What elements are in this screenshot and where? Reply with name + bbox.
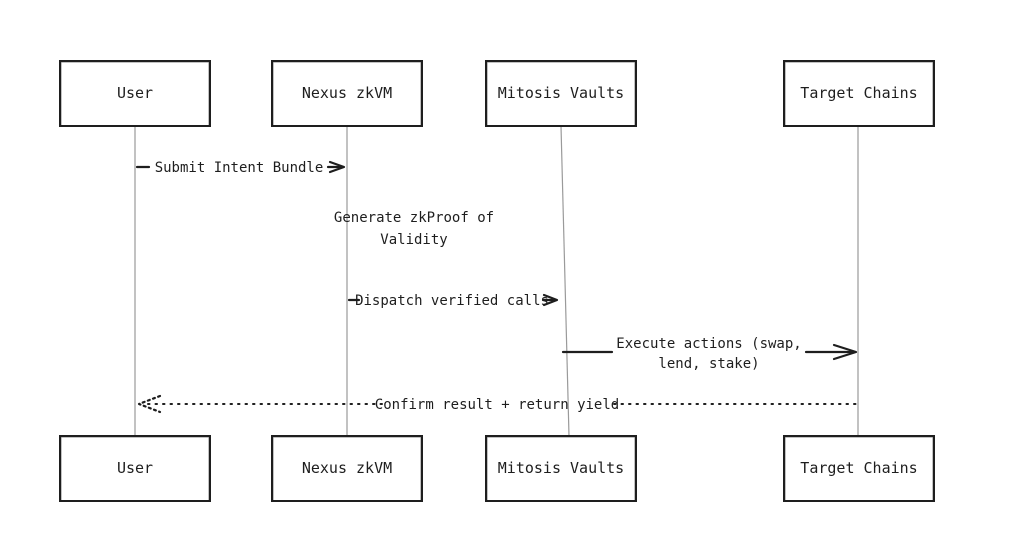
message-label-line-1: Execute actions (swap,	[616, 336, 801, 352]
participant-top-target-chains: Target Chains	[783, 60, 935, 127]
participant-bottom-nexus-zkvm: Nexus zkVM	[271, 435, 423, 502]
participant-label: User	[117, 459, 153, 477]
participant-top-mitosis-vaults: Mitosis Vaults	[485, 60, 637, 127]
participant-top-nexus-zkvm: Nexus zkVM	[271, 60, 423, 127]
participant-top-user: User	[59, 60, 211, 127]
message-label: Dispatch verified calls	[355, 293, 549, 309]
message-dispatch-verified-calls: Dispatch verified calls	[347, 293, 559, 309]
message-execute-actions: Execute actions (swap, lend, stake)	[561, 336, 858, 372]
open-arrow-head-icon	[137, 394, 162, 414]
arrow-head-icon	[832, 343, 858, 361]
participant-bottom-mitosis-vaults: Mitosis Vaults	[485, 435, 637, 502]
participant-label: Mitosis Vaults	[498, 84, 624, 102]
message-confirm-result: Confirm result + return yield	[137, 394, 859, 414]
note-line-2: Validity	[380, 232, 447, 248]
note-line-1: Generate zkProof of	[334, 210, 494, 226]
participant-label: Target Chains	[800, 84, 917, 102]
participant-bottom-target-chains: Target Chains	[783, 435, 935, 502]
participant-label: User	[117, 84, 153, 102]
lifeline-mitosis-vaults	[560, 125, 570, 437]
message-label: Confirm result + return yield	[375, 397, 619, 413]
note-generate-zkproof: Generate zkProof of Validity	[334, 210, 494, 248]
participant-label: Mitosis Vaults	[498, 459, 624, 477]
arrow-head-icon	[328, 160, 346, 174]
message-label: Submit Intent Bundle	[155, 160, 324, 176]
participant-bottom-user: User	[59, 435, 211, 502]
participant-label: Target Chains	[800, 459, 917, 477]
message-label-line-2: lend, stake)	[658, 356, 759, 372]
arrow-head-icon	[542, 293, 559, 307]
message-submit-intent-bundle: Submit Intent Bundle	[135, 160, 346, 176]
participant-label: Nexus zkVM	[302, 84, 392, 102]
participant-label: Nexus zkVM	[302, 459, 392, 477]
